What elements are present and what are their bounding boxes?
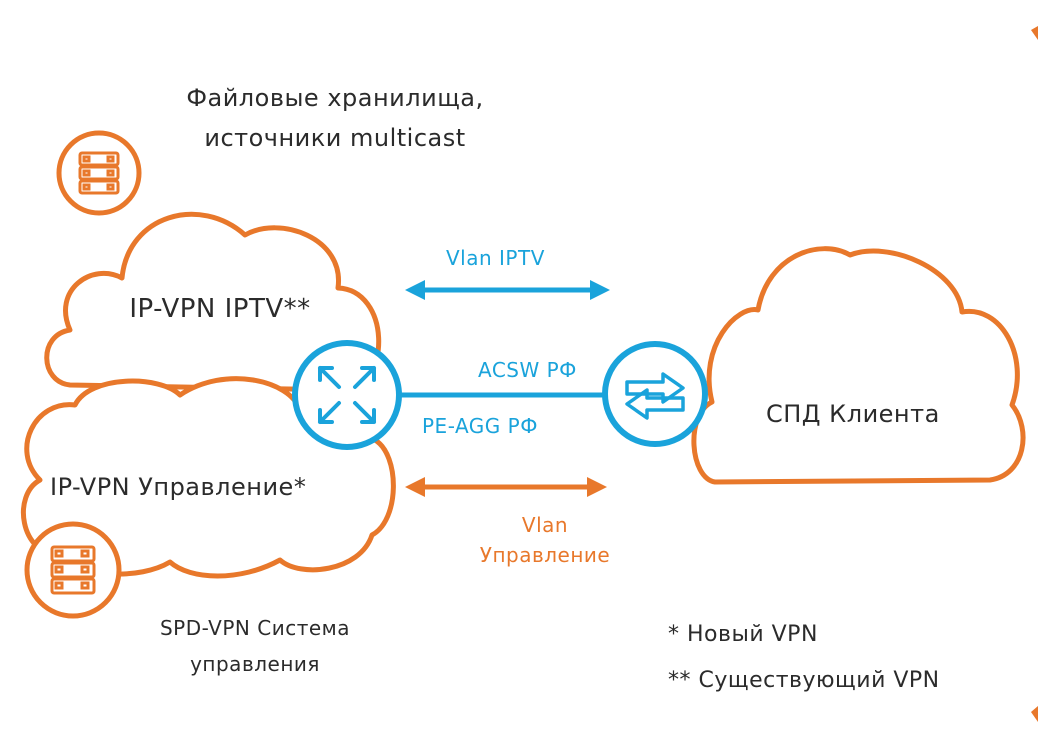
cloud-management-label: IP-VPN Управление* [50,473,307,501]
storage-label: Файловые хранилища, источники multicast [150,78,520,158]
router-arrows-icon [318,366,376,424]
storage-bottom-node [24,521,122,619]
legend-new-vpn: * Новый VPN [668,622,818,647]
acsw-label: ACSW РФ [478,358,577,382]
switch-arrows-icon [625,372,685,420]
router-node [292,340,402,450]
legend-existing-vpn: ** Существующий VPN [668,668,940,693]
vlan-management-line2: Управление [479,543,611,567]
vlan-management-line1: Vlan [521,513,569,537]
spd-vpn-line1: SPD-VPN Система [159,616,351,640]
cloud-iptv [44,211,382,393]
cloud-client-label: СПД Клиента [766,400,940,428]
edge-mark-bottom [1031,706,1038,722]
vlan-iptv-label: Vlan IPTV [446,246,545,270]
cloud-iptv-label: IP-VPN IPTV** [129,294,311,324]
spd-vpn-label: SPD-VPN Система управления [120,610,390,682]
switch-node [602,341,708,447]
server-rack-icon [50,545,96,595]
vlan-management-label: Vlan Управление [440,510,650,570]
edge-mark-top [1031,26,1038,40]
storage-label-line2: источники multicast [204,124,466,152]
pe-agg-label: PE-AGG РФ [422,414,538,438]
cloud-client [691,246,1026,485]
legend: * Новый VPN ** Существующий VPN [668,612,940,704]
storage-label-line1: Файловые хранилища, [186,84,484,112]
server-rack-icon [78,151,120,195]
spd-vpn-line2: управления [190,652,320,676]
storage-top-node [56,130,142,216]
